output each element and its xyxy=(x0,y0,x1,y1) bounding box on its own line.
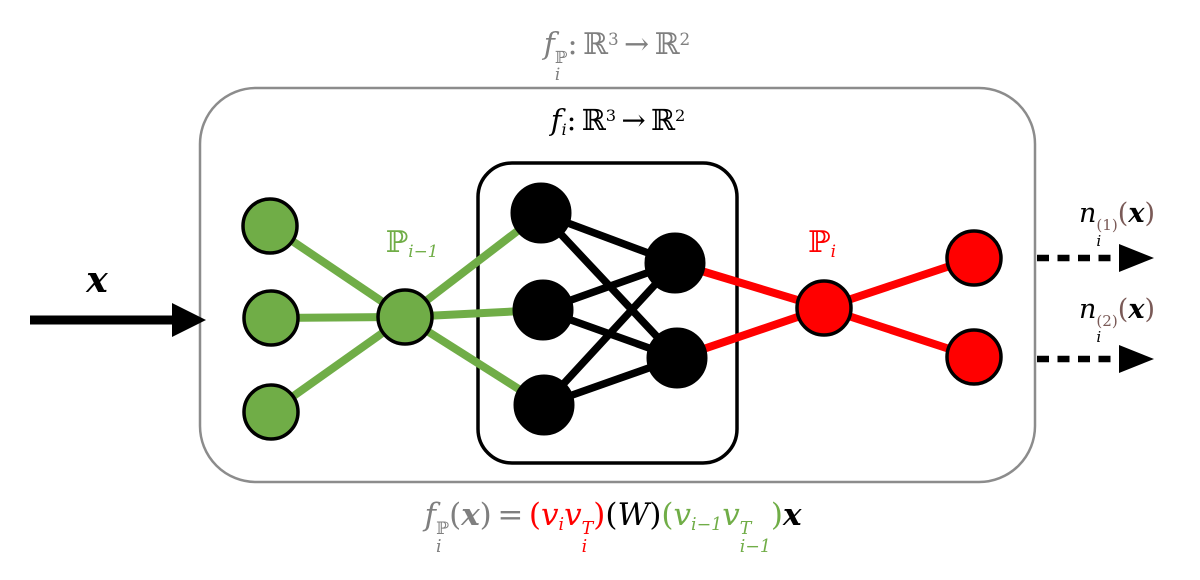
subscript: i xyxy=(558,515,565,536)
output-arrow-2 xyxy=(1037,345,1154,373)
green-input-node xyxy=(242,289,300,347)
subscript: i−1 xyxy=(691,515,723,536)
output-arrowhead-icon xyxy=(1119,244,1154,272)
paren: ( xyxy=(605,497,618,533)
input-arrowhead-icon xyxy=(172,303,206,337)
x-symbol: x xyxy=(782,497,802,533)
v-symbol: v xyxy=(722,497,740,533)
black-layer-node xyxy=(646,327,708,389)
colon: : xyxy=(567,27,578,62)
superscript-P: ℙ xyxy=(436,519,450,540)
black-layer-node xyxy=(644,232,706,294)
black-layer-node xyxy=(510,182,572,244)
supsub-stack: (2)i xyxy=(1096,311,1118,346)
superscript-T: T xyxy=(739,519,752,540)
exponent: 3 xyxy=(605,106,617,126)
subscript: i−1 xyxy=(408,241,439,262)
colon: : xyxy=(566,103,577,137)
f-symbol: f xyxy=(424,497,437,533)
black-layer-node xyxy=(512,279,574,341)
paren: ( xyxy=(449,497,462,533)
black-edge xyxy=(541,260,678,408)
input-arrow xyxy=(30,303,206,337)
paren: ) xyxy=(649,497,662,533)
v-symbol: v xyxy=(673,497,692,533)
paren: ( xyxy=(1117,294,1129,325)
subscript-i: i xyxy=(561,119,567,139)
green-input-node xyxy=(241,197,299,255)
green-input-node xyxy=(242,383,300,441)
subscript-i: i xyxy=(1096,231,1102,250)
exponent: 3 xyxy=(607,28,619,49)
maps-to-arrow-icon: → xyxy=(621,103,646,137)
paren: ( xyxy=(661,497,674,533)
exponent: 2 xyxy=(679,28,691,49)
v-symbol: v xyxy=(564,497,582,533)
input-x-label: x xyxy=(86,259,108,301)
inner-function-signature: fi:ℝ3→ℝ2 xyxy=(468,106,768,138)
superscript-P: ℙ xyxy=(554,46,568,67)
f-symbol: f xyxy=(543,27,555,62)
projection-symbol: ℙ xyxy=(385,225,409,260)
superscript-index: (1) xyxy=(1096,215,1118,234)
subscript: i xyxy=(830,241,836,262)
reals-symbol: ℝ xyxy=(650,103,675,137)
f-symbol: f xyxy=(550,103,562,137)
equals-sign: = xyxy=(497,497,524,533)
paren: ) xyxy=(1144,294,1155,325)
x-symbol: x xyxy=(1128,198,1145,229)
subscript-i: i xyxy=(436,537,442,558)
outer-module-box xyxy=(198,86,1037,484)
green-projection-label: ℙi−1 xyxy=(352,228,472,260)
output-arrow-1 xyxy=(1037,244,1154,272)
paren: ( xyxy=(528,497,542,533)
maps-to-arrow-icon: → xyxy=(624,27,650,62)
paren: ) xyxy=(479,497,492,533)
weight-term: (W) xyxy=(605,497,661,533)
paren: ) xyxy=(770,497,783,533)
subscript-i: i xyxy=(1096,327,1102,346)
output-2-label: n(2)i(x) xyxy=(1042,296,1192,345)
x-symbol: x xyxy=(461,497,480,533)
x-symbol: x xyxy=(1128,294,1145,325)
n-symbol: n xyxy=(1079,294,1097,325)
superscript-T: T xyxy=(581,519,594,540)
n-symbol: n xyxy=(1079,198,1097,229)
paren: ) xyxy=(1144,198,1155,229)
red-output-node xyxy=(945,328,1003,386)
black-layer-node xyxy=(513,374,575,436)
paren: ) xyxy=(593,497,606,533)
red-projection-label: ℙi xyxy=(770,228,874,260)
reals-symbol: ℝ xyxy=(581,103,606,137)
W-symbol: W xyxy=(617,497,650,533)
superscript-index: (2) xyxy=(1096,311,1118,330)
output-arrowhead-icon xyxy=(1119,345,1154,373)
paren: ( xyxy=(1117,198,1129,229)
red-projection-node xyxy=(795,279,853,337)
exponent: 2 xyxy=(674,106,686,126)
green-projection-node xyxy=(376,288,434,346)
output-1-label: n(1)i(x) xyxy=(1042,200,1192,249)
reals-symbol: ℝ xyxy=(654,27,680,62)
supsub-stack: (1)i xyxy=(1096,215,1118,250)
subscript-i: i xyxy=(554,64,561,85)
red-output-node xyxy=(945,229,1003,287)
v-symbol: v xyxy=(541,497,559,533)
reals-symbol: ℝ xyxy=(583,27,608,62)
subscript: i xyxy=(581,537,588,558)
projection-symbol: ℙ xyxy=(808,225,831,260)
subscript: i−1 xyxy=(739,537,771,558)
